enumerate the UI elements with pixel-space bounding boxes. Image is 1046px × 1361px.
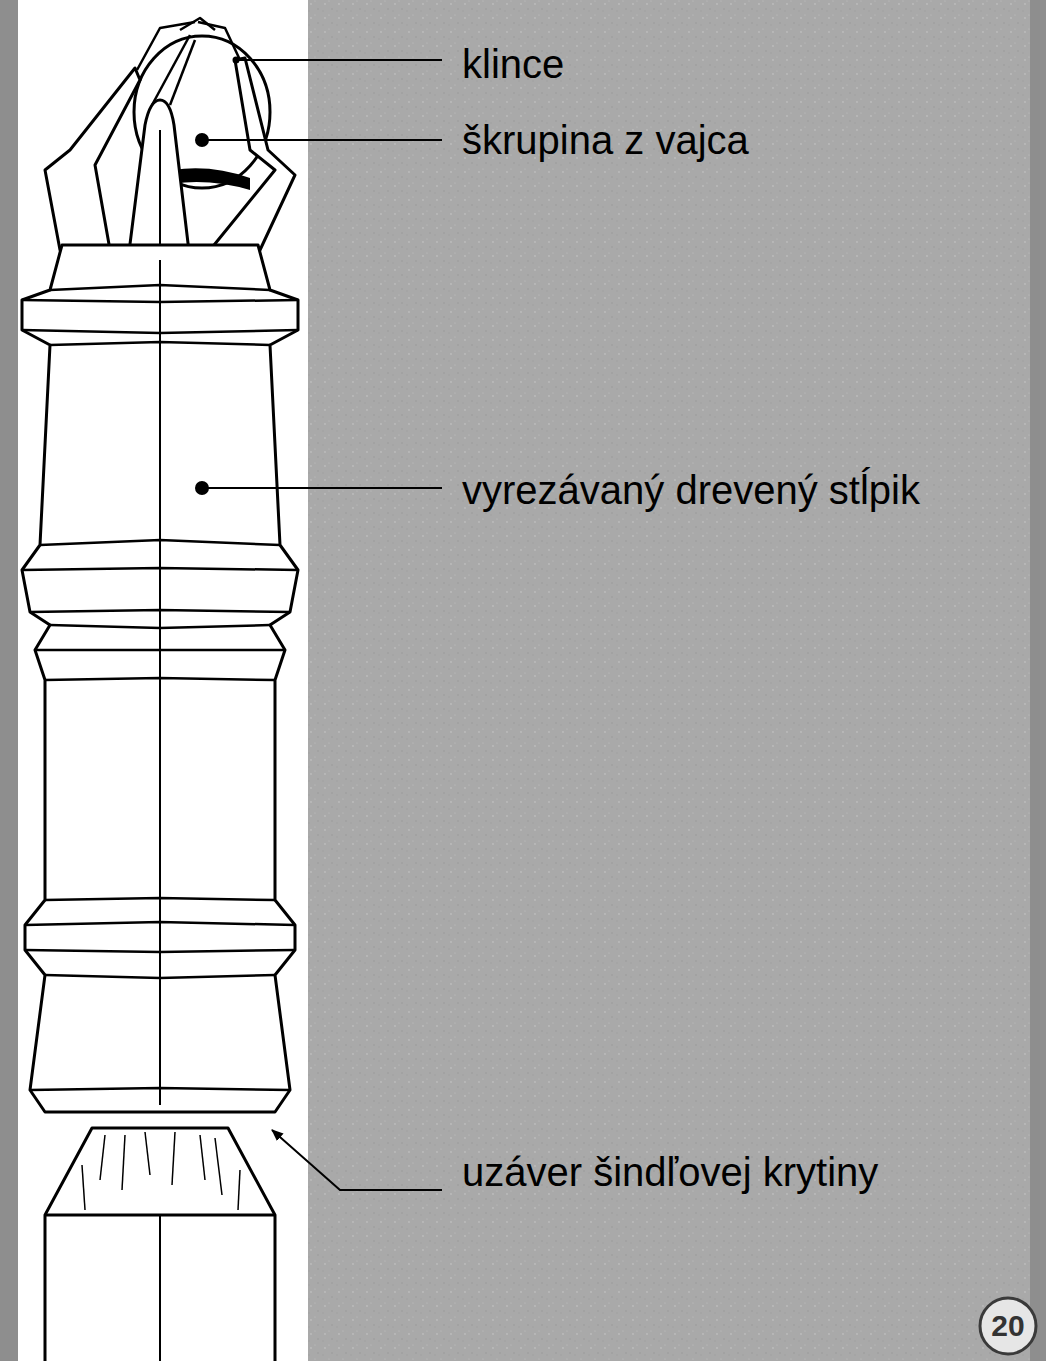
pole-drawing: [22, 18, 298, 1361]
right-prong: [210, 58, 295, 250]
page-number: 20: [991, 1309, 1024, 1343]
panel: [18, 0, 1030, 1361]
part-label: klince: [462, 41, 564, 87]
nails: [137, 18, 240, 105]
center-prong: [128, 100, 190, 260]
part-label: vyrezávaný drevený stĺpik: [462, 467, 920, 513]
page-number-circle: 20: [978, 1296, 1038, 1356]
carved-pole: [22, 245, 298, 1112]
part-label: uzáver šindľovej krytiny: [462, 1149, 878, 1195]
picture-strip: [18, 0, 308, 1361]
left-prong: [45, 68, 140, 250]
leader-lines: [196, 58, 442, 1191]
part-label: škrupina z vajca: [462, 117, 749, 163]
shingle-cap: [45, 1128, 275, 1361]
